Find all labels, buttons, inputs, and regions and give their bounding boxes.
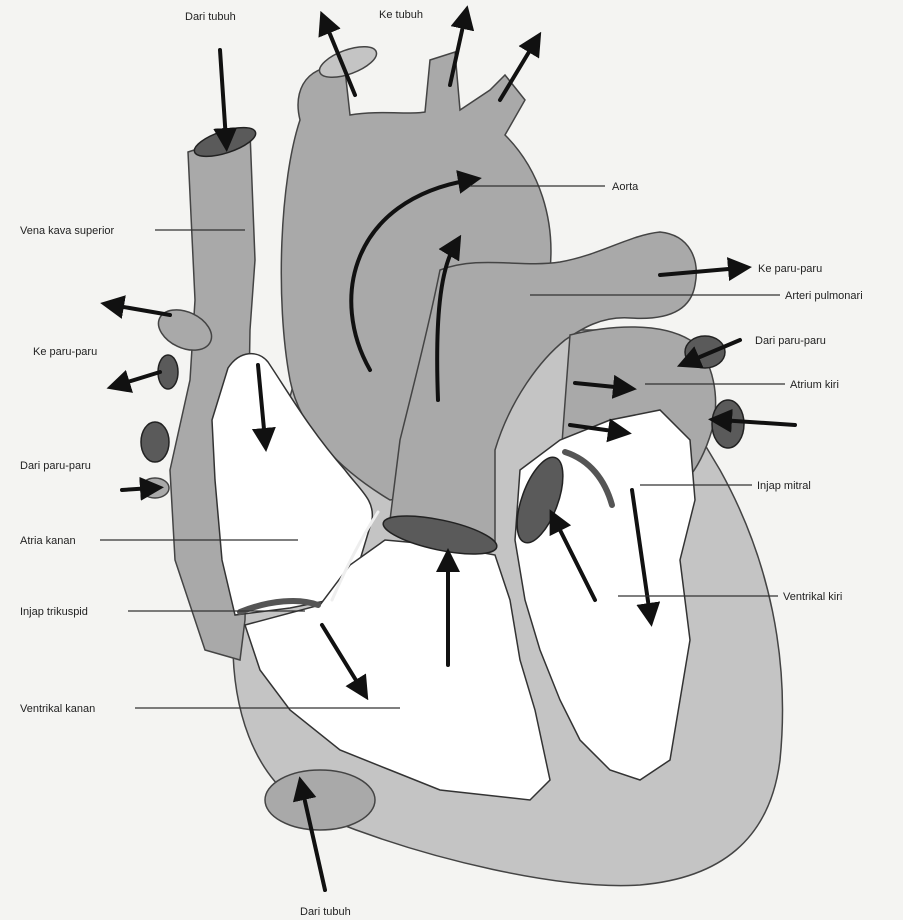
pulmonary-vein-right-2	[712, 400, 744, 448]
label-dari-tubuh-bottom: Dari tubuh	[300, 906, 351, 918]
ivc-vessel	[265, 770, 375, 830]
arrow-to-lungs-left-2	[118, 372, 160, 385]
label-dari-paru-paru-right: Dari paru-paru	[755, 335, 826, 347]
label-dari-paru-paru-left: Dari paru-paru	[20, 460, 91, 472]
label-arteri-pulmonari: Arteri pulmonari	[785, 290, 863, 302]
arrow-from-body-top	[220, 50, 226, 140]
label-aorta: Aorta	[612, 181, 639, 193]
label-atria-kanan: Atria kanan	[20, 535, 76, 547]
label-injap-trikuspid: Injap trikuspid	[20, 606, 88, 618]
label-ventrikal-kanan: Ventrikal kanan	[20, 703, 95, 715]
label-ke-tubuh: Ke tubuh	[379, 9, 423, 21]
arrow-from-lungs-left	[122, 488, 152, 490]
label-ventrikal-kiri: Ventrikal kiri	[783, 591, 842, 603]
label-ke-paru-paru-left: Ke paru-paru	[33, 346, 97, 358]
label-atrium-kiri: Atrium kiri	[790, 379, 839, 391]
pulmonary-vein-right-1	[685, 336, 725, 368]
label-vena-kava-superior: Vena kava superior	[20, 225, 115, 237]
label-ke-paru-paru-right: Ke paru-paru	[758, 263, 822, 275]
pulmonary-vein-left-3	[141, 422, 169, 462]
label-injap-mitral: Injap mitral	[757, 480, 811, 492]
arrow-to-lungs-left-1	[112, 305, 170, 315]
label-dari-tubuh-top: Dari tubuh	[185, 11, 236, 23]
